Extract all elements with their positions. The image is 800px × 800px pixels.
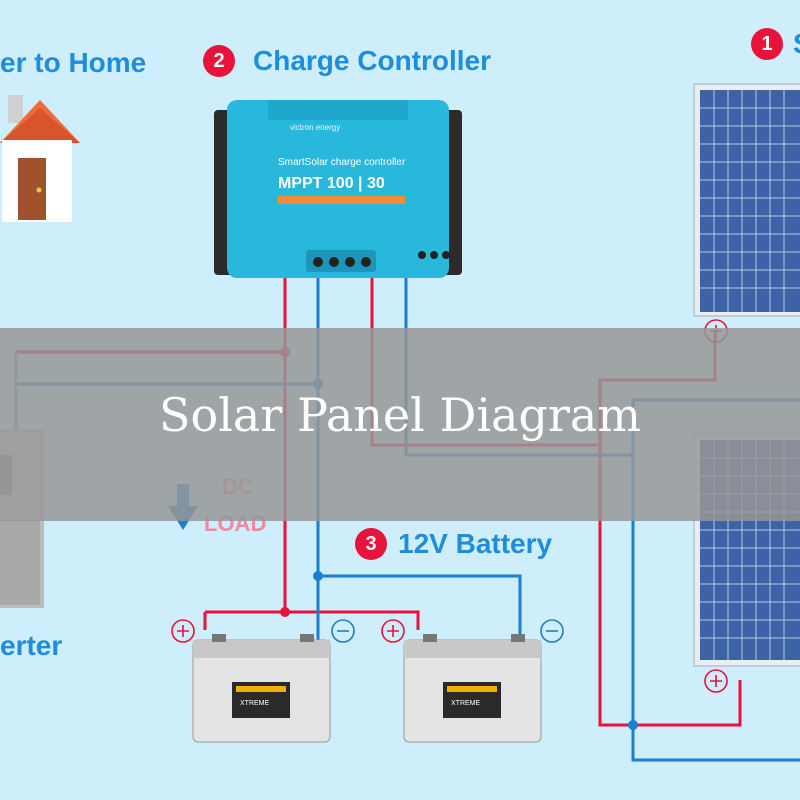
solar-panel-top	[693, 83, 800, 317]
badge-solar: 1	[751, 28, 783, 60]
charge-controller-device: victron energy SmartSolar charge control…	[214, 100, 462, 278]
battery-1-brand: XTREME	[240, 700, 270, 707]
banner-title: Solar Panel Diagram	[159, 388, 641, 442]
battery-1: XTREME	[192, 634, 331, 743]
positive-icon	[704, 669, 728, 693]
controller-line2: MPPT 100 | 30	[278, 175, 385, 192]
label-solar: S	[793, 28, 800, 60]
wire-battery-negative	[318, 574, 522, 640]
controller-brand: victron energy	[290, 123, 340, 132]
house-icon	[0, 95, 80, 222]
controller-line1: SmartSolar charge controller	[278, 157, 406, 168]
badge-battery: 3	[355, 528, 387, 560]
negative-icon	[540, 619, 564, 643]
label-charge-controller: Charge Controller	[253, 45, 492, 76]
positive-icon	[381, 619, 405, 643]
negative-icon	[331, 619, 355, 643]
wire-battery-positive	[205, 610, 420, 630]
label-12v-battery: 12V Battery	[398, 528, 553, 559]
title-banner	[0, 328, 800, 521]
badge-controller: 2	[203, 45, 235, 77]
label-inverter: erter	[0, 630, 63, 661]
battery-2: XTREME	[403, 634, 542, 743]
battery-2-brand: XTREME	[451, 700, 481, 707]
label-power-to-home: er to Home	[0, 47, 147, 78]
positive-icon	[171, 619, 195, 643]
